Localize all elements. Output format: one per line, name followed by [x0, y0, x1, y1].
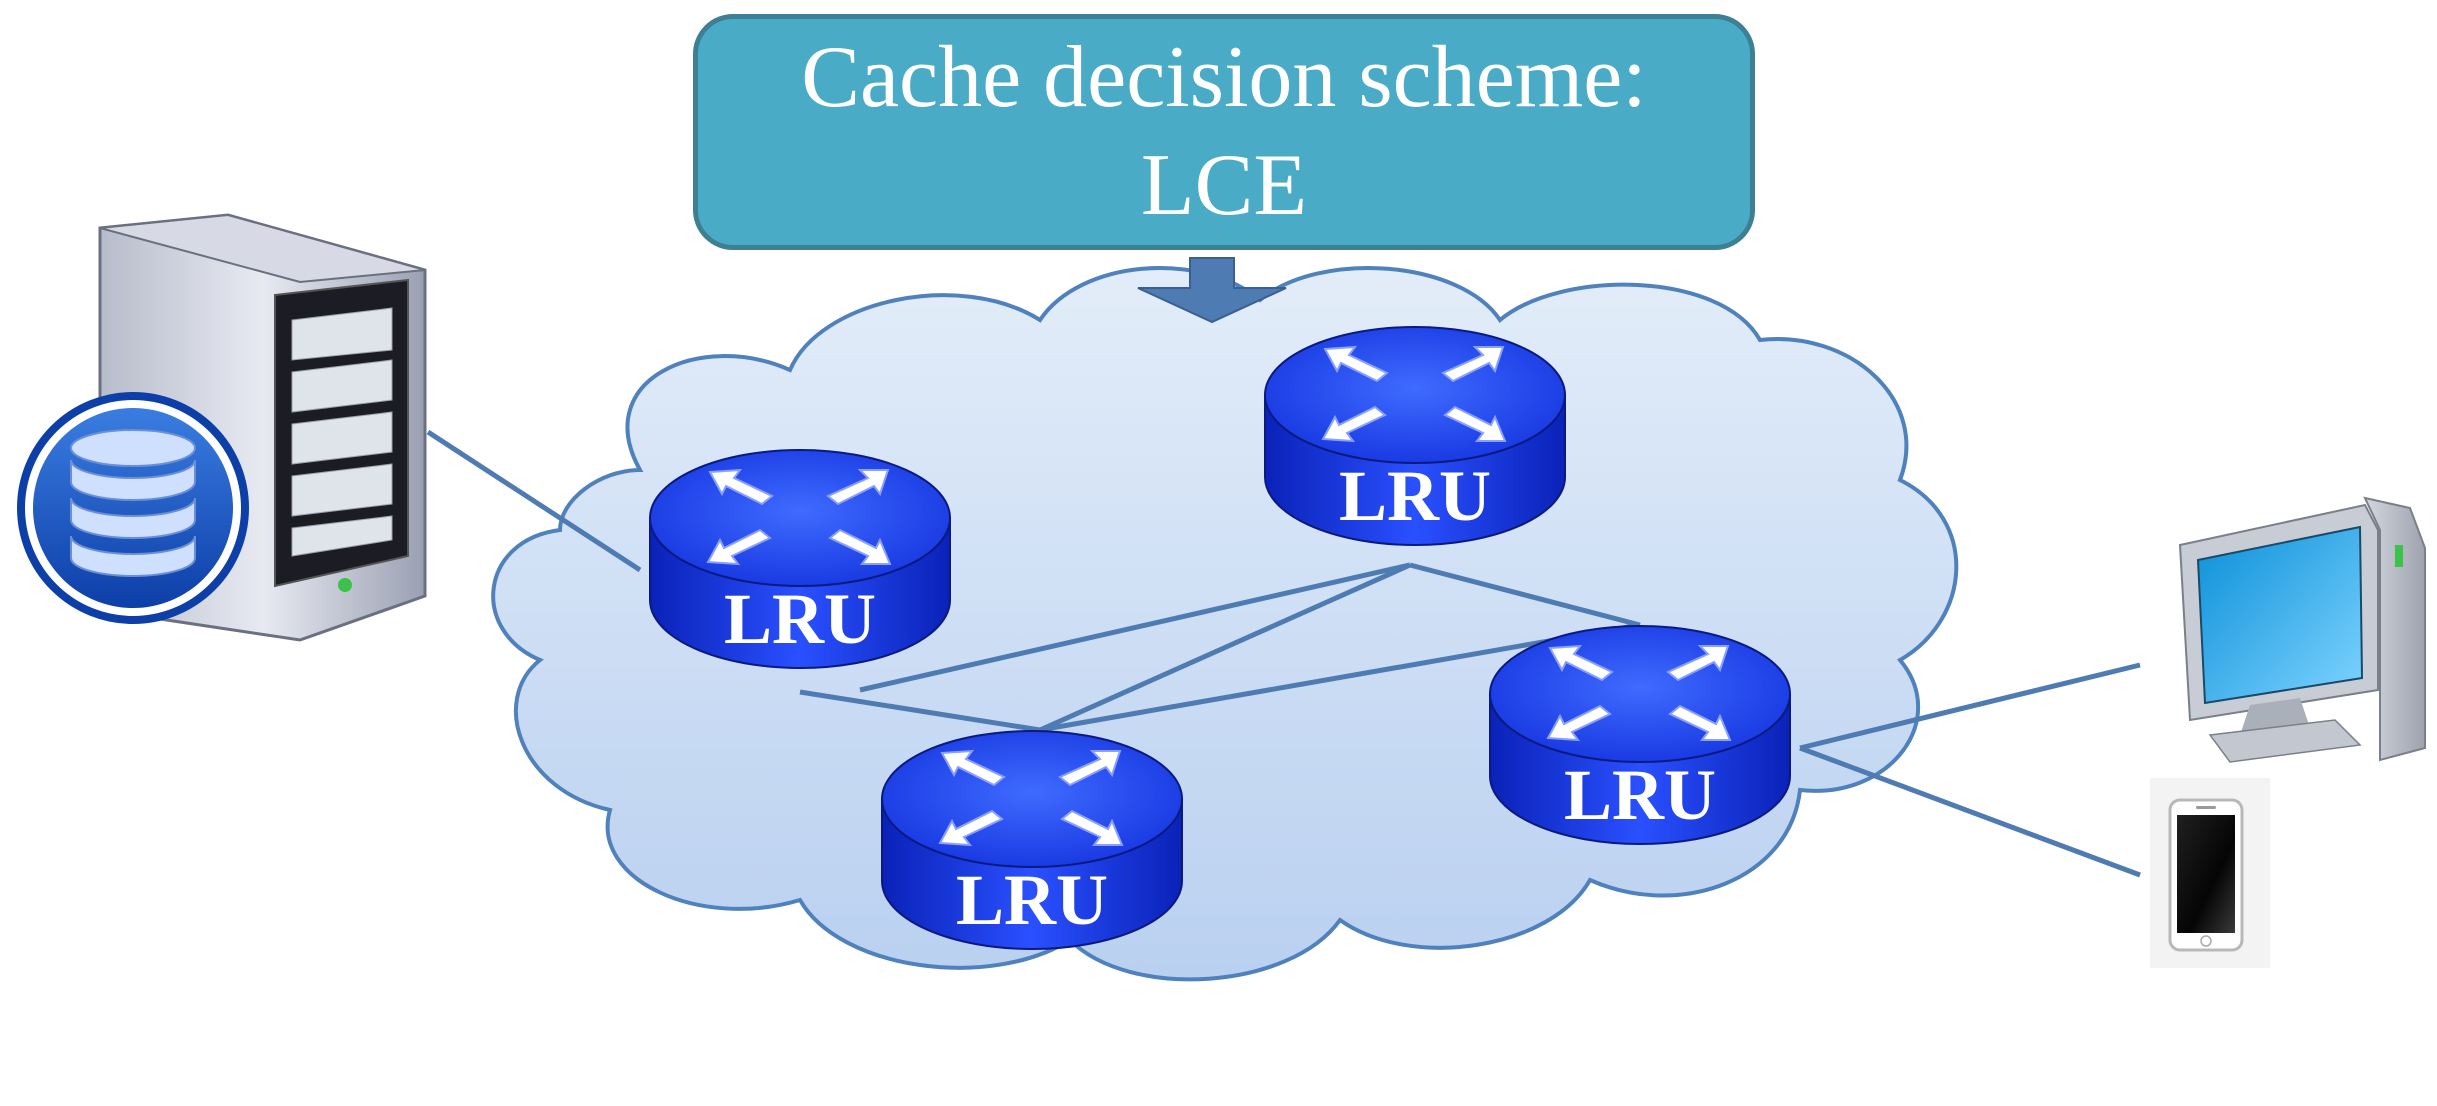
link-router1-router2 [859, 562, 1411, 693]
router-4[interactable]: LRU [1489, 625, 1791, 845]
callout-line1: Cache decision scheme: [801, 29, 1647, 126]
desktop-computer-icon[interactable] [2178, 496, 2426, 763]
callout-line2: LCE [1140, 137, 1308, 234]
link-router4-desktop [1799, 662, 2141, 751]
database-icon [17, 392, 249, 624]
link-server-router1 [426, 429, 642, 573]
router-2-label: LRU [1339, 456, 1491, 536]
link-router2-router3 [1038, 562, 1412, 733]
link-router4-phone [1799, 745, 2141, 878]
router-1[interactable]: LRU [649, 449, 951, 669]
router-2[interactable]: LRU [1264, 326, 1566, 546]
down-arrow-icon [1137, 257, 1287, 324]
router-1-label: LRU [724, 579, 876, 659]
router-4-label: LRU [1564, 755, 1716, 835]
router-3-label: LRU [956, 860, 1108, 940]
router-3[interactable]: LRU [881, 730, 1183, 950]
link-router2-router4 [1409, 562, 1641, 628]
cache-decision-callout: Cache decision scheme: LCE [693, 14, 1755, 250]
link-router1-router3 [799, 689, 1041, 733]
smartphone-icon[interactable] [2150, 778, 2270, 968]
